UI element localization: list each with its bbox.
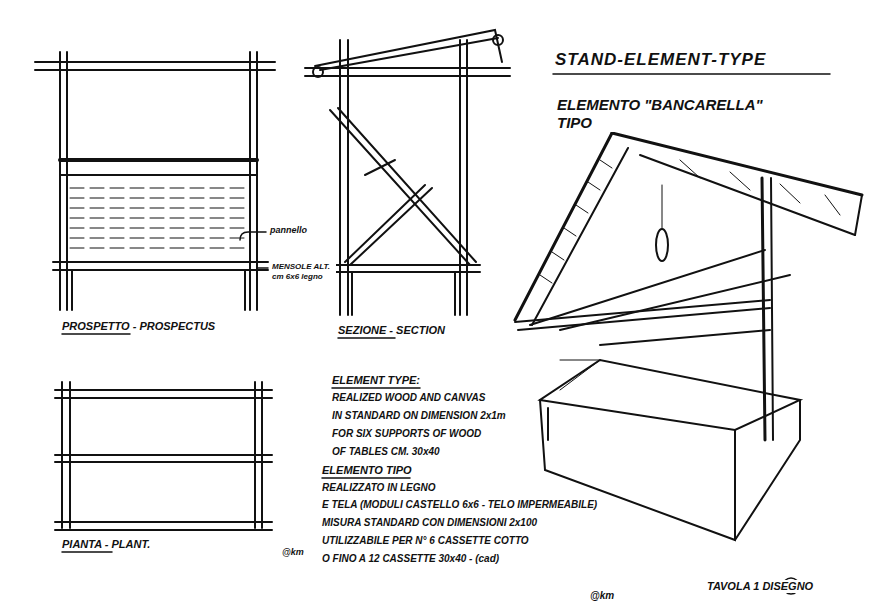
note-line: FOR SIX SUPPORTS OF WOOD: [330, 428, 483, 440]
plan-view: [55, 382, 272, 552]
signature: @km: [280, 547, 306, 558]
note-line: OF TABLES CM. 30x40: [330, 446, 442, 458]
note-line: REALIZZATO IN LEGNO: [320, 482, 438, 494]
note-line: O FINO A 12 CASSETTE 30x40 - (cad): [320, 553, 501, 565]
note-line: UTILIZZABILE PER N° 6 CASSETTE COTTO: [320, 535, 531, 547]
note-heading: ELEMENTO TIPO: [320, 464, 414, 477]
callout-label: pannello: [268, 225, 309, 236]
view-label: PIANTA - PLANT.: [60, 538, 152, 551]
perspective-view: [515, 74, 862, 540]
note-line: E TELA (MODULI CASTELLO 6x6 - TELO IMPER…: [320, 499, 599, 511]
note-heading: ELEMENT TYPE:: [330, 374, 422, 387]
front-elevation: [35, 52, 275, 334]
signature: @km: [588, 590, 616, 602]
callout-label: MENSOLE ALT. cm 6x6 legno: [270, 262, 336, 281]
view-label: SEZIONE - SECTION: [336, 324, 447, 337]
note-line: MISURA STANDARD CON DIMENSIONI 2x100: [320, 517, 539, 529]
subtitle: ELEMENTO "BANCARELLA" TIPO: [555, 96, 789, 132]
note-line: REALIZED WOOD AND CANVAS: [330, 392, 487, 404]
section-view: [305, 30, 510, 338]
sheet-number: TAVOLA 1 DISEGNO: [705, 580, 815, 593]
sheet-title: STAND-ELEMENT-TYPE: [553, 50, 768, 70]
note-line: IN STANDARD ON DIMENSION 2x1m: [330, 410, 508, 422]
view-label: PROSPETTO - PROSPECTUS: [60, 320, 217, 333]
